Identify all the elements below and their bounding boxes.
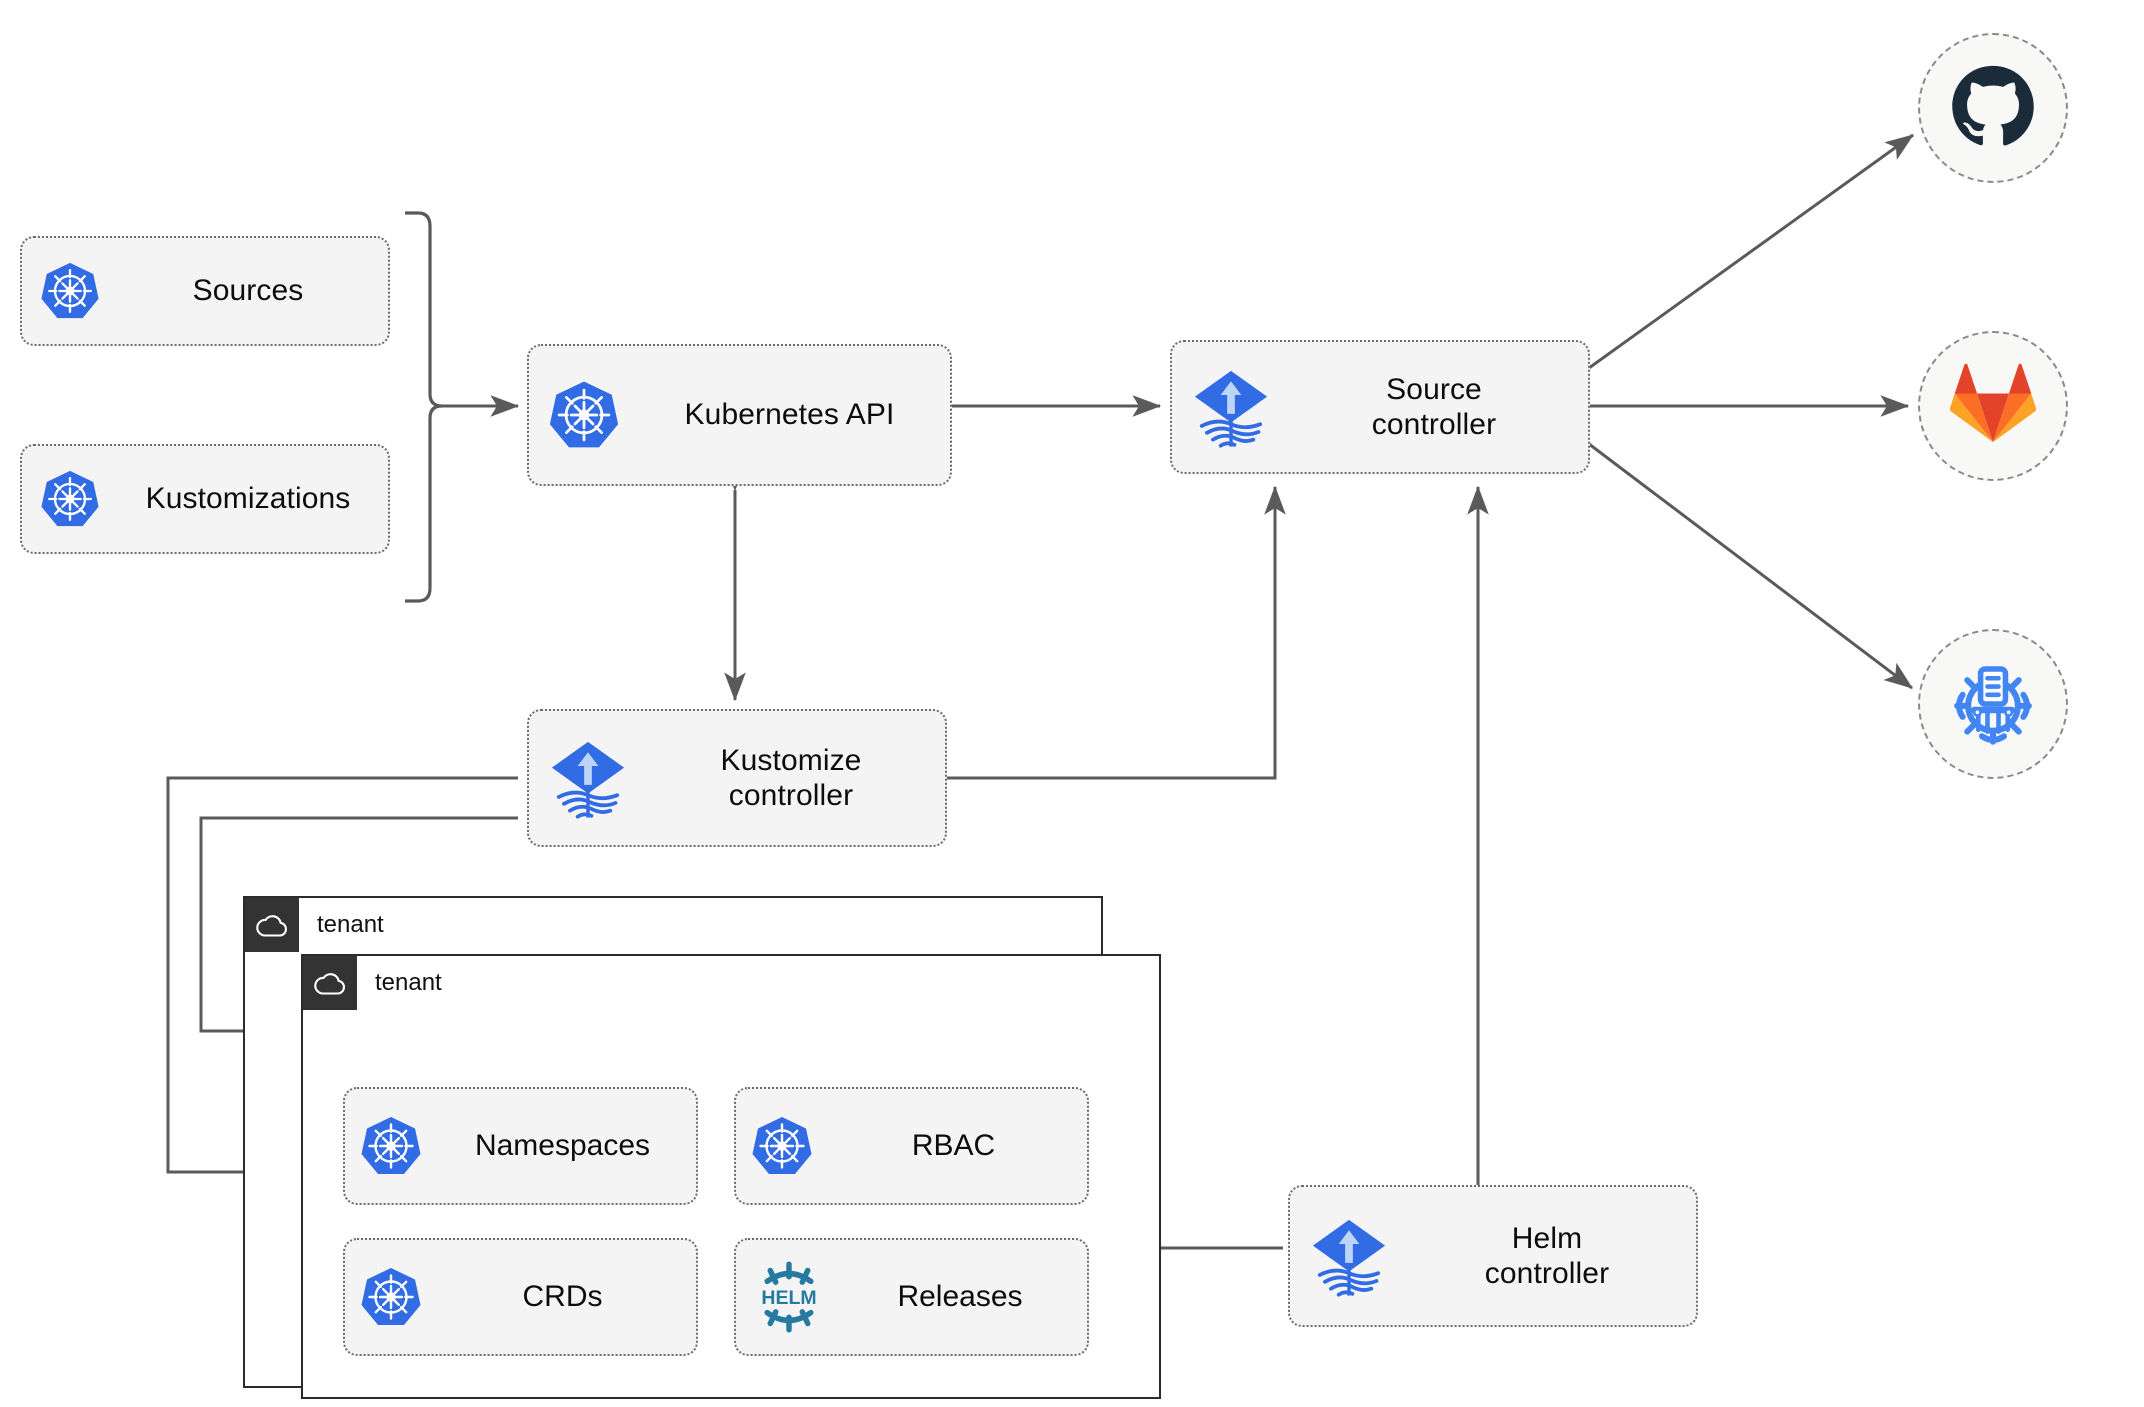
tenant-resource-releases[interactable]: HELM Releases <box>734 1238 1089 1356</box>
group-bracket <box>405 211 443 603</box>
kubernetes-icon <box>529 378 639 452</box>
tenant-resource-namespaces[interactable]: Namespaces <box>343 1087 698 1205</box>
flux-icon <box>1290 1213 1408 1299</box>
edge-source-github <box>1588 133 1914 370</box>
cloud-icon <box>303 956 357 1010</box>
kubernetes-icon <box>22 468 118 530</box>
node-sources[interactable]: Sources <box>20 236 390 346</box>
provider-gitlab[interactable] <box>1918 331 2068 481</box>
node-label: Sources <box>192 274 304 308</box>
node-label: Kustomize controller <box>720 743 862 812</box>
resource-label: CRDs <box>522 1280 603 1313</box>
provider-github[interactable] <box>1918 33 2068 183</box>
node-kustomizations[interactable]: Kustomizations <box>20 444 390 554</box>
kubernetes-icon <box>736 1114 828 1178</box>
node-source-controller[interactable]: Source controller <box>1170 340 1590 474</box>
edge-kustomize-source <box>944 485 1286 780</box>
tenant-header: tenant <box>245 898 384 952</box>
node-label: Kubernetes API <box>684 398 895 432</box>
svg-text:HELM: HELM <box>761 1287 816 1309</box>
node-kustomize-controller[interactable]: Kustomize controller <box>527 709 947 847</box>
node-label: Source controller <box>1371 372 1497 441</box>
tenant-resource-rbac[interactable]: RBAC <box>734 1087 1089 1205</box>
tenant-header: tenant <box>303 956 442 1010</box>
resource-label: RBAC <box>911 1129 996 1162</box>
resource-label: Namespaces <box>474 1129 651 1162</box>
helm-repository-icon <box>1954 666 2032 745</box>
tenant-label: tenant <box>317 911 384 938</box>
node-label: Kustomizations <box>145 482 351 516</box>
cloud-icon <box>245 898 299 952</box>
kubernetes-icon <box>345 1265 437 1329</box>
flux-icon <box>529 735 647 821</box>
helm-icon: HELM <box>736 1261 841 1333</box>
node-kubernetes-api[interactable]: Kubernetes API <box>527 344 952 486</box>
provider-helm-repository[interactable] <box>1918 629 2068 779</box>
kubernetes-icon <box>22 260 118 322</box>
tenant-label: tenant <box>375 969 442 996</box>
resource-label: Releases <box>897 1280 1023 1313</box>
tenant-resource-crds[interactable]: CRDs <box>343 1238 698 1356</box>
github-icon <box>1952 65 2034 146</box>
node-helm-controller[interactable]: Helm controller <box>1288 1185 1698 1327</box>
edge-source-bucket <box>1588 442 1913 690</box>
tenant-body: Namespaces <box>303 1010 1159 1397</box>
kubernetes-icon <box>345 1114 437 1178</box>
node-label: Helm controller <box>1484 1221 1610 1290</box>
tenant-container-front[interactable]: tenant <box>301 954 1161 1399</box>
gitlab-icon <box>1950 363 2036 443</box>
flux-icon <box>1172 364 1290 450</box>
